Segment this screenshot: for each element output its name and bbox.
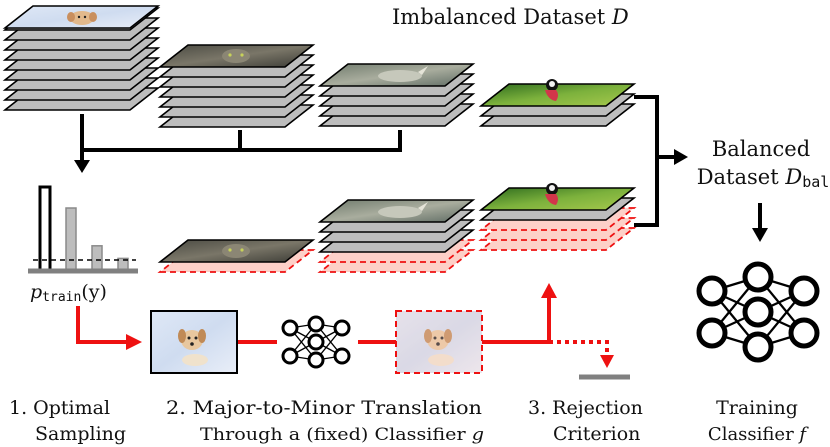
merge-bracket	[634, 95, 675, 227]
histogram-bar	[91, 245, 103, 272]
source-puppy-image	[150, 310, 238, 374]
stack-puppy-majority	[2, 5, 161, 111]
classifier-g-network	[281, 315, 351, 369]
arrow-to-network-head	[752, 228, 768, 242]
gen-rhino-image	[378, 202, 428, 218]
dataset-connector-lines	[80, 114, 402, 160]
network-node	[281, 347, 299, 365]
translated-puppy-image	[395, 310, 483, 374]
network-node	[788, 275, 820, 307]
arrow-accept	[541, 283, 557, 298]
balanced-line2: Dataset Dbal	[697, 165, 830, 191]
arrow-to-balanced	[674, 149, 688, 165]
network-node	[333, 319, 351, 337]
histogram-label: ptrain(y)	[30, 281, 107, 305]
network-node	[307, 351, 325, 369]
step3-line1: 3. Rejection	[528, 397, 643, 419]
network-node	[281, 319, 299, 337]
histogram-bar	[65, 207, 77, 272]
stack-bird-minority	[478, 79, 637, 127]
step3-line2: Criterion	[553, 423, 640, 445]
step4-line2: Classifier f	[708, 424, 809, 445]
step1-line2: Sampling	[35, 423, 126, 445]
gen-crane-image	[545, 183, 558, 205]
arrow-to-source-image	[126, 334, 142, 350]
gen-stack-rhino	[317, 199, 476, 273]
network-node	[696, 317, 728, 349]
balanced-line1: Balanced	[712, 137, 810, 161]
network-node	[742, 296, 774, 328]
network-node	[788, 317, 820, 349]
step2-line2: Through a (fixed) Classifier g	[200, 425, 484, 445]
rhino-image	[378, 66, 428, 82]
gen-cat-image	[222, 244, 250, 258]
network-node	[333, 347, 351, 365]
title-text: Imbalanced Dataset D	[392, 5, 629, 29]
crane-image	[545, 79, 558, 101]
gen-stack-bird	[478, 183, 637, 251]
network-node	[307, 315, 325, 333]
step4-line1: Training	[716, 397, 798, 419]
network-node	[742, 331, 774, 363]
classifier-f-network	[696, 261, 820, 363]
arrow-reject	[600, 355, 614, 368]
step1-line1: 1. Optimal	[9, 397, 110, 419]
histogram-ptrain	[28, 185, 138, 274]
network-node	[742, 261, 774, 293]
gen-stack-cat	[157, 239, 316, 273]
cat-image	[222, 49, 250, 63]
network-node	[307, 333, 325, 351]
puppy-image	[67, 11, 97, 25]
stack-rhino	[317, 63, 476, 127]
step2-line1: 2. Major-to-Minor Translation	[166, 397, 482, 419]
network-node	[696, 275, 728, 307]
histogram-bar	[38, 185, 52, 273]
reject-path	[549, 340, 609, 356]
stack-cat	[157, 44, 316, 128]
arrow-to-histogram	[74, 160, 90, 173]
